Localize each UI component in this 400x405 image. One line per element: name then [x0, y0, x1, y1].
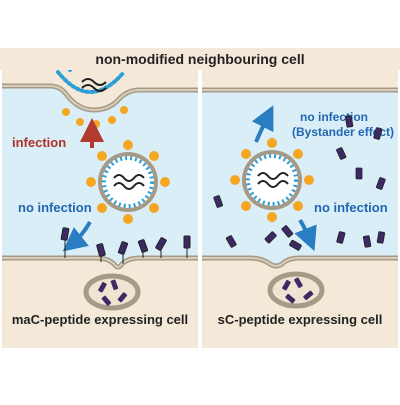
no-infection-arrow-down: [294, 218, 317, 252]
right-panel: no infection (Bystander effect) no infec…: [202, 48, 398, 348]
virus-icon: [86, 140, 170, 224]
no-infection-label-right-lower: no infection: [314, 200, 388, 215]
no-infection-label-right: no infection: [300, 110, 368, 124]
bottom-left-label: maC-peptide expressing cell: [12, 312, 188, 327]
left-panel: infection no infection: [2, 48, 198, 348]
bottom-right-label: sC-peptide expressing cell: [218, 312, 383, 327]
no-infection-arrow-left: [62, 221, 92, 252]
no-infection-arrow-up: [251, 105, 274, 143]
virus-icon: [230, 138, 314, 222]
vesicle-icon: [267, 271, 325, 309]
no-infection-label-left: no infection: [18, 200, 92, 215]
vesicle-icon: [83, 273, 141, 311]
top-cell-label: non-modified neighbouring cell: [95, 51, 304, 67]
infection-label: infection: [12, 135, 66, 150]
panel-divider: [198, 48, 202, 348]
peptide-icon: [60, 227, 191, 264]
peptide-icon: [213, 115, 386, 251]
bystander-effect-label: (Bystander effect): [292, 125, 394, 139]
